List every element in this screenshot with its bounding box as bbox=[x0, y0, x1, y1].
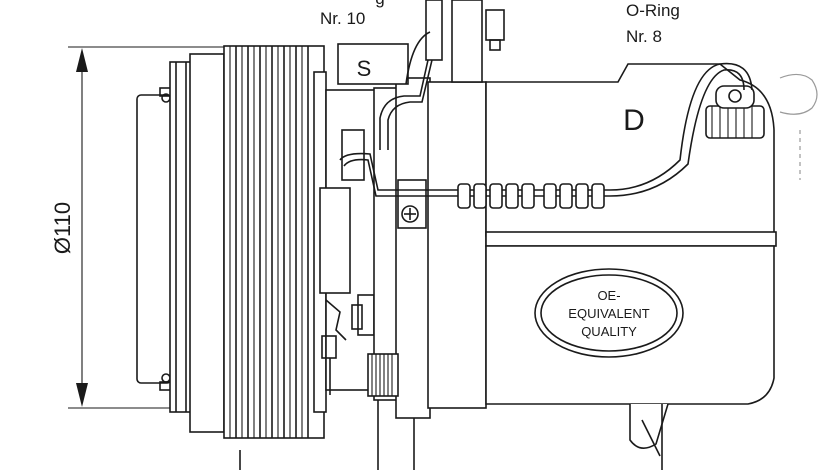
s-mark: S bbox=[357, 56, 372, 81]
dimension-label: Ø110 bbox=[50, 202, 75, 254]
nr8-label: Nr. 8 bbox=[626, 27, 662, 46]
pulley bbox=[223, 45, 327, 439]
phillips-screw-icon bbox=[401, 205, 419, 223]
oring-label: O-Ring bbox=[626, 1, 680, 20]
arrow-down-icon bbox=[76, 383, 88, 407]
oe-badge-line-2: EQUIVALENT bbox=[568, 306, 649, 321]
oe-badge-line-1: OE- bbox=[597, 288, 620, 303]
pressure-switch bbox=[705, 85, 765, 139]
d-mark: D bbox=[623, 104, 645, 137]
coil-housing bbox=[319, 89, 379, 395]
top-fittings bbox=[337, 0, 505, 85]
nr10-label: Nr. 10 bbox=[320, 9, 365, 28]
dimension-marker bbox=[68, 46, 225, 409]
oe-equivalent-badge bbox=[534, 268, 684, 358]
arrow-up-icon bbox=[76, 48, 88, 72]
ghost-outline bbox=[779, 73, 818, 180]
oe-badge-line-3: QUALITY bbox=[581, 324, 637, 339]
nr10-top-label: g bbox=[375, 0, 384, 8]
clutch-front-plate bbox=[136, 53, 225, 433]
wire-harness bbox=[339, 59, 753, 209]
